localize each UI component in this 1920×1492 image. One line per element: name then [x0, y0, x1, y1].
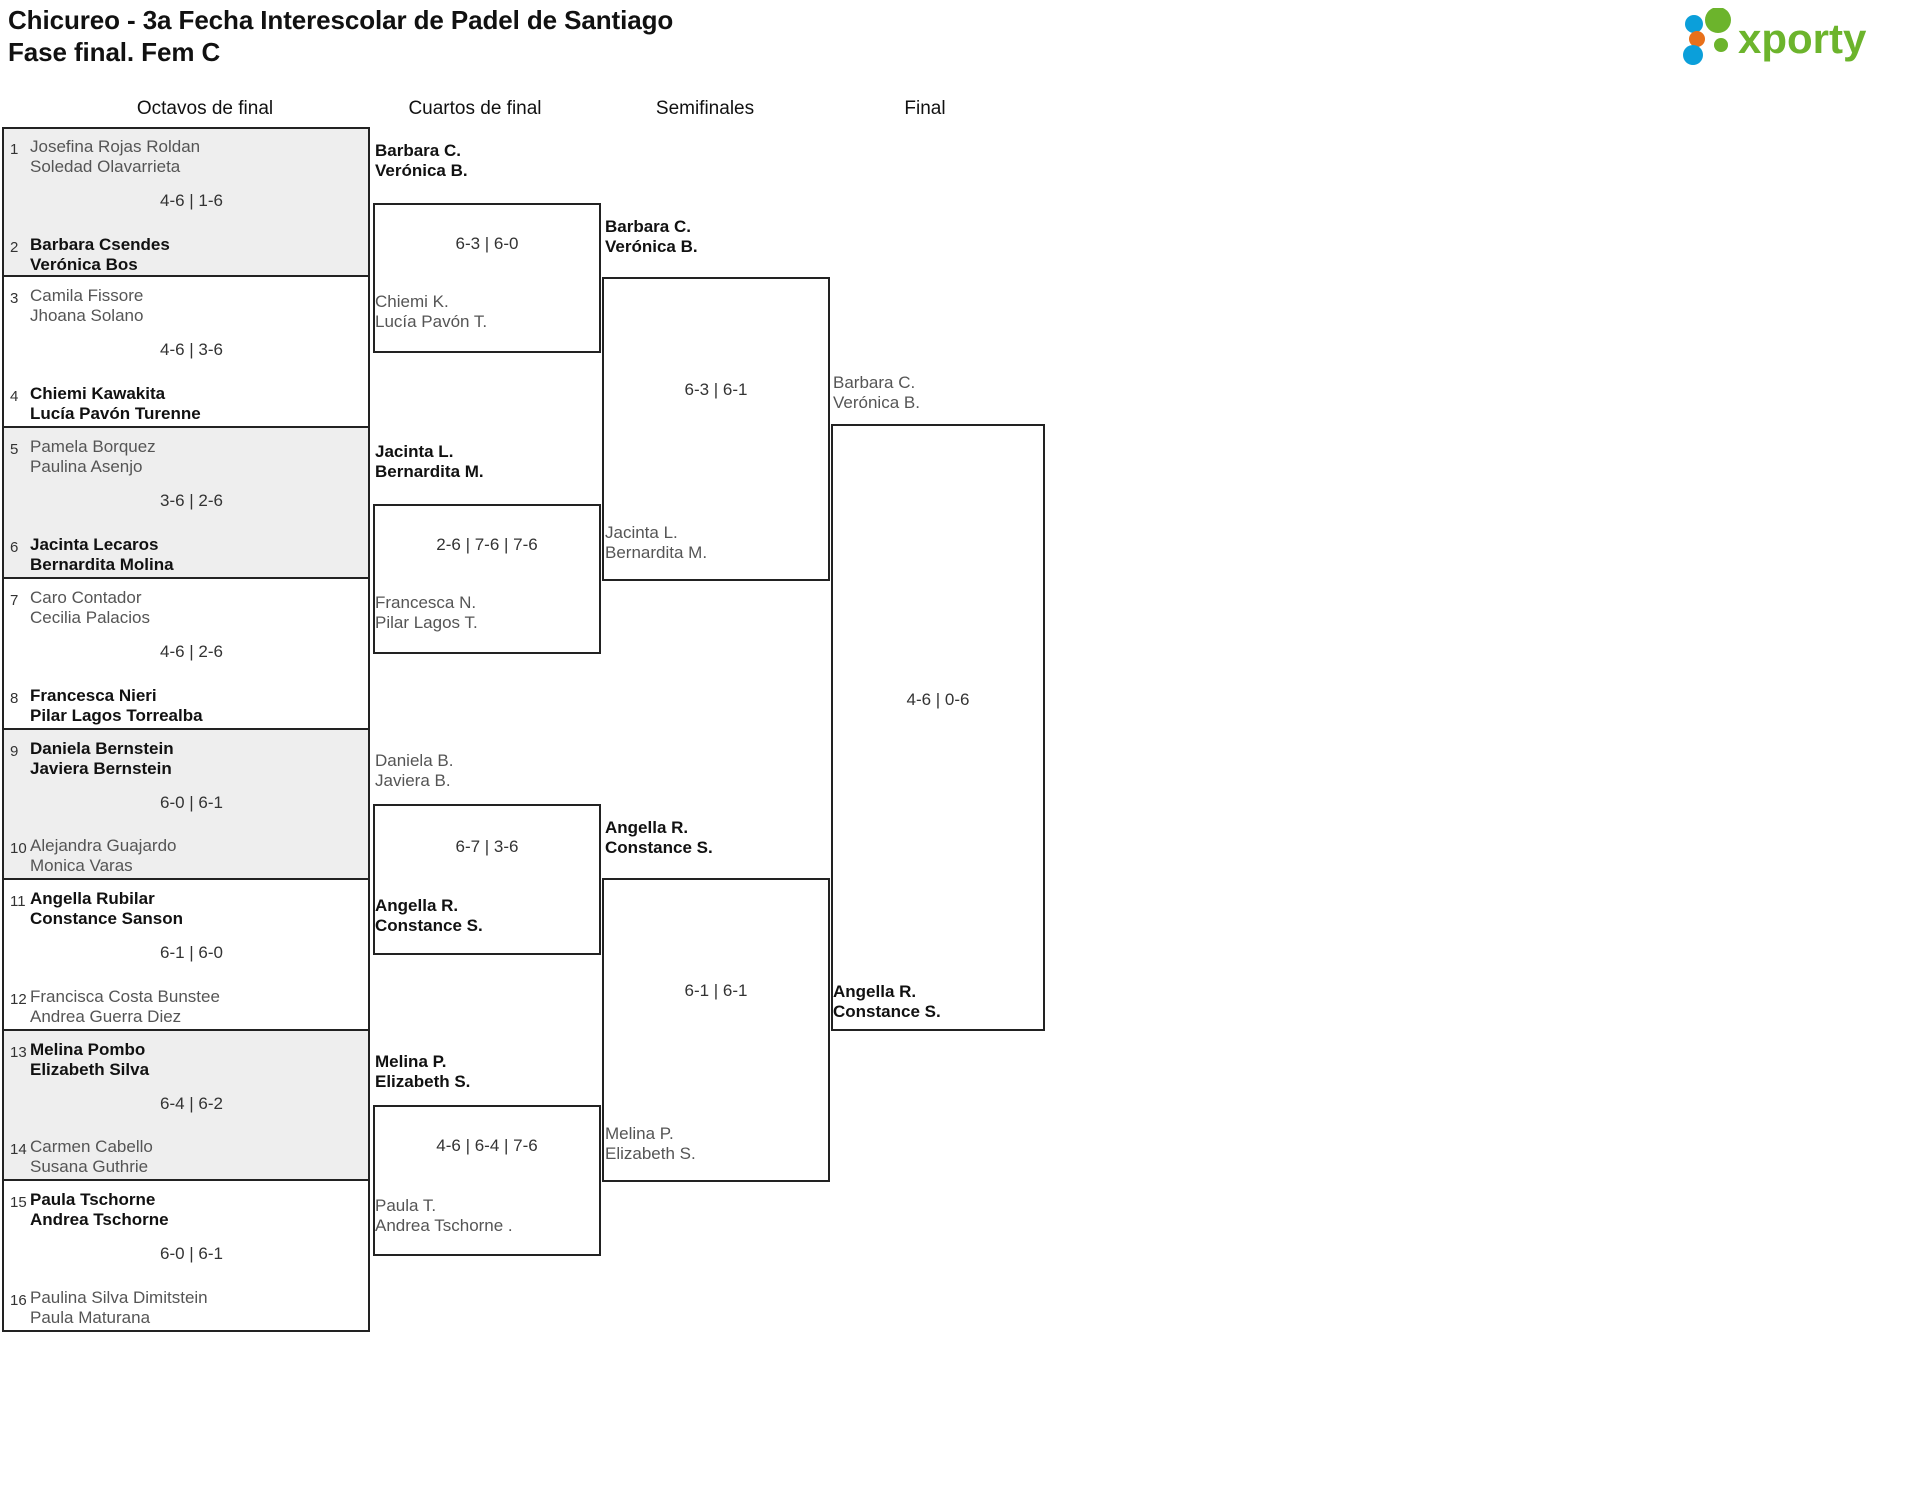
- team-top: Pamela Borquez Paulina Asenjo: [30, 437, 156, 476]
- logo-dot-orange: [1689, 31, 1705, 47]
- round-header-semifinales: Semifinales: [655, 98, 755, 119]
- team-bottom: Francisca Costa Bunstee Andrea Guerra Di…: [30, 987, 220, 1026]
- team-bottom: Barbara Csendes Verónica Bos: [30, 235, 170, 274]
- round-header-cuartos: Cuartos de final: [408, 98, 542, 119]
- final-team-bottom-champion: Angella R. Constance S.: [833, 982, 941, 1021]
- match-score: 4-6 | 2-6: [160, 642, 224, 661]
- tournament-title: Chicureo - 3a Fecha Interescolar de Pade…: [8, 5, 674, 35]
- r16-match-2[interactable]: 3 Camila Fissore Jhoana Solano 4-6 | 3-6…: [2, 277, 370, 428]
- logo-dot-blue-bottom: [1683, 45, 1703, 65]
- r16-match-8[interactable]: 15 Paula Tschorne Andrea Tschorne 6-0 | …: [2, 1181, 370, 1332]
- seed-number: 9: [10, 743, 19, 760]
- match-score: 6-0 | 6-1: [160, 793, 224, 812]
- team-top: Camila Fissore Jhoana Solano: [30, 286, 144, 325]
- seed-number: 12: [10, 991, 27, 1008]
- qf3-team-bottom: Angella R. Constance S.: [375, 896, 483, 935]
- qf4-team-bottom: Paula T. Andrea Tschorne .: [375, 1196, 513, 1235]
- logo-dot-blue-top: [1685, 15, 1703, 33]
- page-header: Chicureo - 3a Fecha Interescolar de Pade…: [0, 0, 1920, 119]
- r16-match-6[interactable]: 11 Angella Rubilar Constance Sanson 6-1 …: [2, 880, 370, 1031]
- team-top: Josefina Rojas Roldan Soledad Olavarriet…: [30, 137, 201, 176]
- team-top: Daniela Bernstein Javiera Bernstein: [30, 739, 174, 778]
- sf-match-1[interactable]: [602, 277, 830, 581]
- seed-number: 1: [10, 141, 19, 158]
- title-block: Chicureo - 3a Fecha Interescolar de Pade…: [8, 4, 673, 68]
- match-score: 3-6 | 2-6: [160, 491, 224, 510]
- team-bottom: Chiemi Kawakita Lucía Pavón Turenne: [30, 384, 201, 423]
- match-score: 4-6 | 3-6: [160, 340, 224, 359]
- qf-match-1[interactable]: [373, 203, 601, 353]
- qf3-score: 6-7 | 3-6: [455, 837, 519, 856]
- seed-number: 2: [10, 239, 19, 256]
- seed-number: 4: [10, 388, 19, 405]
- r16-match-5[interactable]: 9 Daniela Bernstein Javiera Bernstein 6-…: [2, 730, 370, 880]
- final-match[interactable]: [831, 424, 1045, 1031]
- sf1-team-bottom: Jacinta L. Bernardita M.: [605, 523, 708, 562]
- qf-match-4[interactable]: [373, 1105, 601, 1256]
- r16-match-3[interactable]: 5 Pamela Borquez Paulina Asenjo 3-6 | 2-…: [2, 428, 370, 579]
- seed-number: 11: [10, 893, 26, 910]
- seed-number: 10: [10, 840, 27, 857]
- sf-match-2[interactable]: [602, 878, 830, 1182]
- round-header-final: Final: [904, 98, 946, 119]
- qf-match-2[interactable]: [373, 504, 601, 654]
- qf2-team-bottom: Francesca N. Pilar Lagos T.: [375, 593, 478, 632]
- tournament-subtitle: Fase final. Fem C: [8, 37, 221, 67]
- r16-match-7[interactable]: 13 Melina Pombo Elizabeth Silva 6-4 | 6-…: [2, 1031, 370, 1181]
- seed-number: 13: [10, 1044, 27, 1061]
- r16-match-1[interactable]: 1 Josefina Rojas Roldan Soledad Olavarri…: [2, 127, 370, 277]
- round-header-octavos: Octavos de final: [136, 98, 274, 119]
- logo-wordmark: xporty: [1738, 15, 1867, 62]
- seed-number: 8: [10, 690, 19, 707]
- qf1-team-bottom: Chiemi K. Lucía Pavón T.: [375, 292, 488, 331]
- sf1-team-top: Barbara C. Verónica B.: [605, 217, 698, 256]
- match-score: 6-1 | 6-0: [160, 943, 224, 962]
- qf1-score: 6-3 | 6-0: [455, 234, 519, 253]
- team-top: Paula Tschorne Andrea Tschorne: [30, 1190, 169, 1229]
- match-score: 4-6 | 1-6: [160, 191, 224, 210]
- logo-dot-green-large: [1705, 8, 1731, 33]
- team-bottom: Francesca Nieri Pilar Lagos Torrealba: [30, 686, 203, 725]
- sf1-score: 6-3 | 6-1: [684, 380, 748, 399]
- qf4-score: 4-6 | 6-4 | 7-6: [436, 1136, 538, 1155]
- seed-number: 6: [10, 539, 19, 556]
- team-bottom: Paulina Silva Dimitstein Paula Maturana: [30, 1288, 208, 1327]
- qf-match-3[interactable]: [373, 804, 601, 955]
- team-bottom: Jacinta Lecaros Bernardita Molina: [30, 535, 174, 574]
- sf2-team-top: Angella R. Constance S.: [605, 818, 713, 857]
- qf2-score: 2-6 | 7-6 | 7-6: [436, 535, 538, 554]
- seed-number: 3: [10, 290, 19, 307]
- final-team-top: Barbara C. Verónica B.: [833, 373, 920, 412]
- team-bottom: Alejandra Guajardo Monica Varas: [30, 836, 177, 875]
- team-top: Caro Contador Cecilia Palacios: [30, 588, 150, 627]
- seed-number: 7: [10, 592, 19, 609]
- seed-number: 14: [10, 1141, 27, 1158]
- logo-dot-green-small: [1714, 38, 1728, 52]
- sf2-score: 6-1 | 6-1: [684, 981, 748, 1000]
- team-top: Melina Pombo Elizabeth Silva: [30, 1040, 150, 1079]
- qf2-team-top: Jacinta L. Bernardita M.: [375, 442, 484, 481]
- seed-number: 16: [10, 1292, 27, 1309]
- match-score: 6-0 | 6-1: [160, 1244, 224, 1263]
- match-score: 6-4 | 6-2: [160, 1094, 224, 1113]
- qf4-team-top: Melina P. Elizabeth S.: [375, 1052, 471, 1091]
- qf1-team-top: Barbara C. Verónica B.: [375, 141, 468, 180]
- xporty-logo[interactable]: xporty: [1672, 8, 1902, 66]
- team-bottom: Carmen Cabello Susana Guthrie: [30, 1137, 153, 1176]
- qf3-team-top: Daniela B. Javiera B.: [375, 751, 454, 790]
- final-score: 4-6 | 0-6: [906, 690, 970, 709]
- sf2-team-bottom: Melina P. Elizabeth S.: [605, 1124, 696, 1163]
- r16-match-4[interactable]: 7 Caro Contador Cecilia Palacios 4-6 | 2…: [2, 579, 370, 730]
- seed-number: 15: [10, 1194, 27, 1211]
- seed-number: 5: [10, 441, 19, 458]
- team-top: Angella Rubilar Constance Sanson: [30, 889, 184, 928]
